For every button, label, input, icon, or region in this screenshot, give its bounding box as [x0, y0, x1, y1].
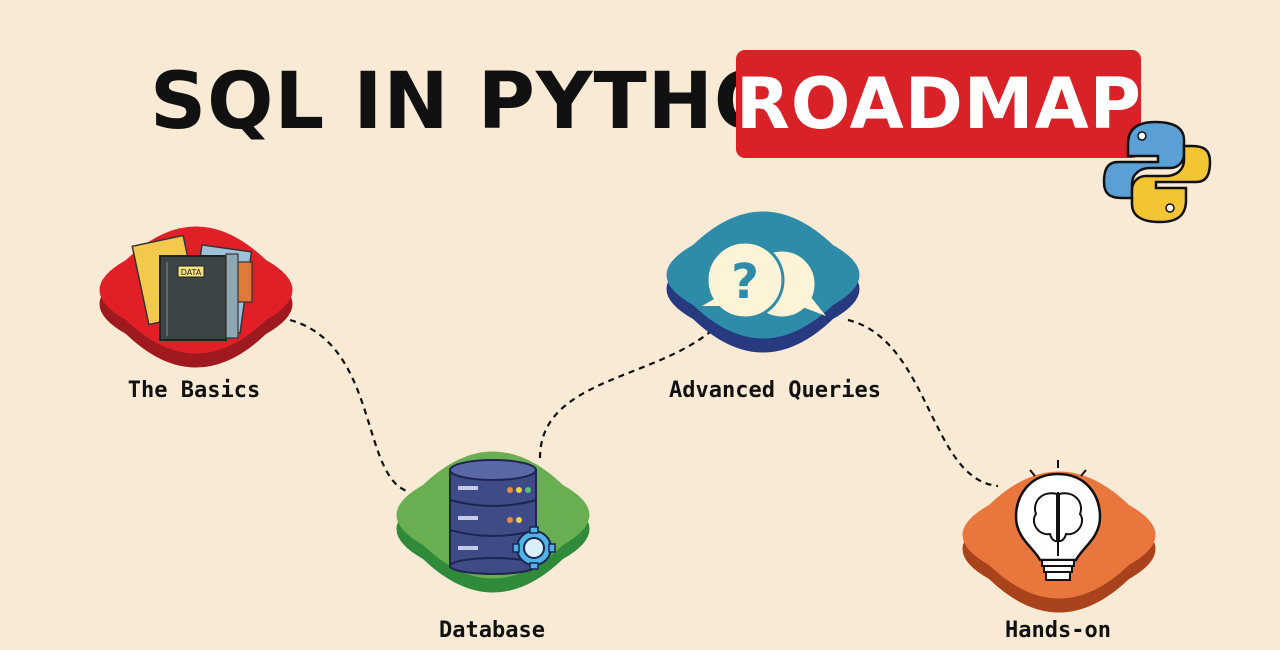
question-mark-text: ? [731, 254, 759, 310]
connector-database-advanced [538, 331, 711, 459]
step-label-advanced: Advanced Queries [669, 378, 881, 403]
database-gear-icon [449, 459, 556, 575]
brain-lightbulb-icon [1014, 460, 1102, 581]
folders-data-icon: DATA [131, 234, 253, 341]
step-label-basics: The Basics [127, 378, 261, 403]
python-logo-icon [1102, 120, 1212, 224]
connector-advanced-handson [847, 318, 999, 488]
connector-basics-database [289, 318, 411, 494]
roadmap-badge: ROADMAP [736, 50, 1141, 158]
folder-tag-text: DATA [181, 268, 202, 277]
step-label-database: Database [439, 618, 545, 643]
roadmap-badge-text: ROADMAP [736, 63, 1142, 145]
question-speech-bubbles-icon: ? [702, 240, 826, 320]
step-label-handson: Hands-on [1005, 618, 1111, 643]
